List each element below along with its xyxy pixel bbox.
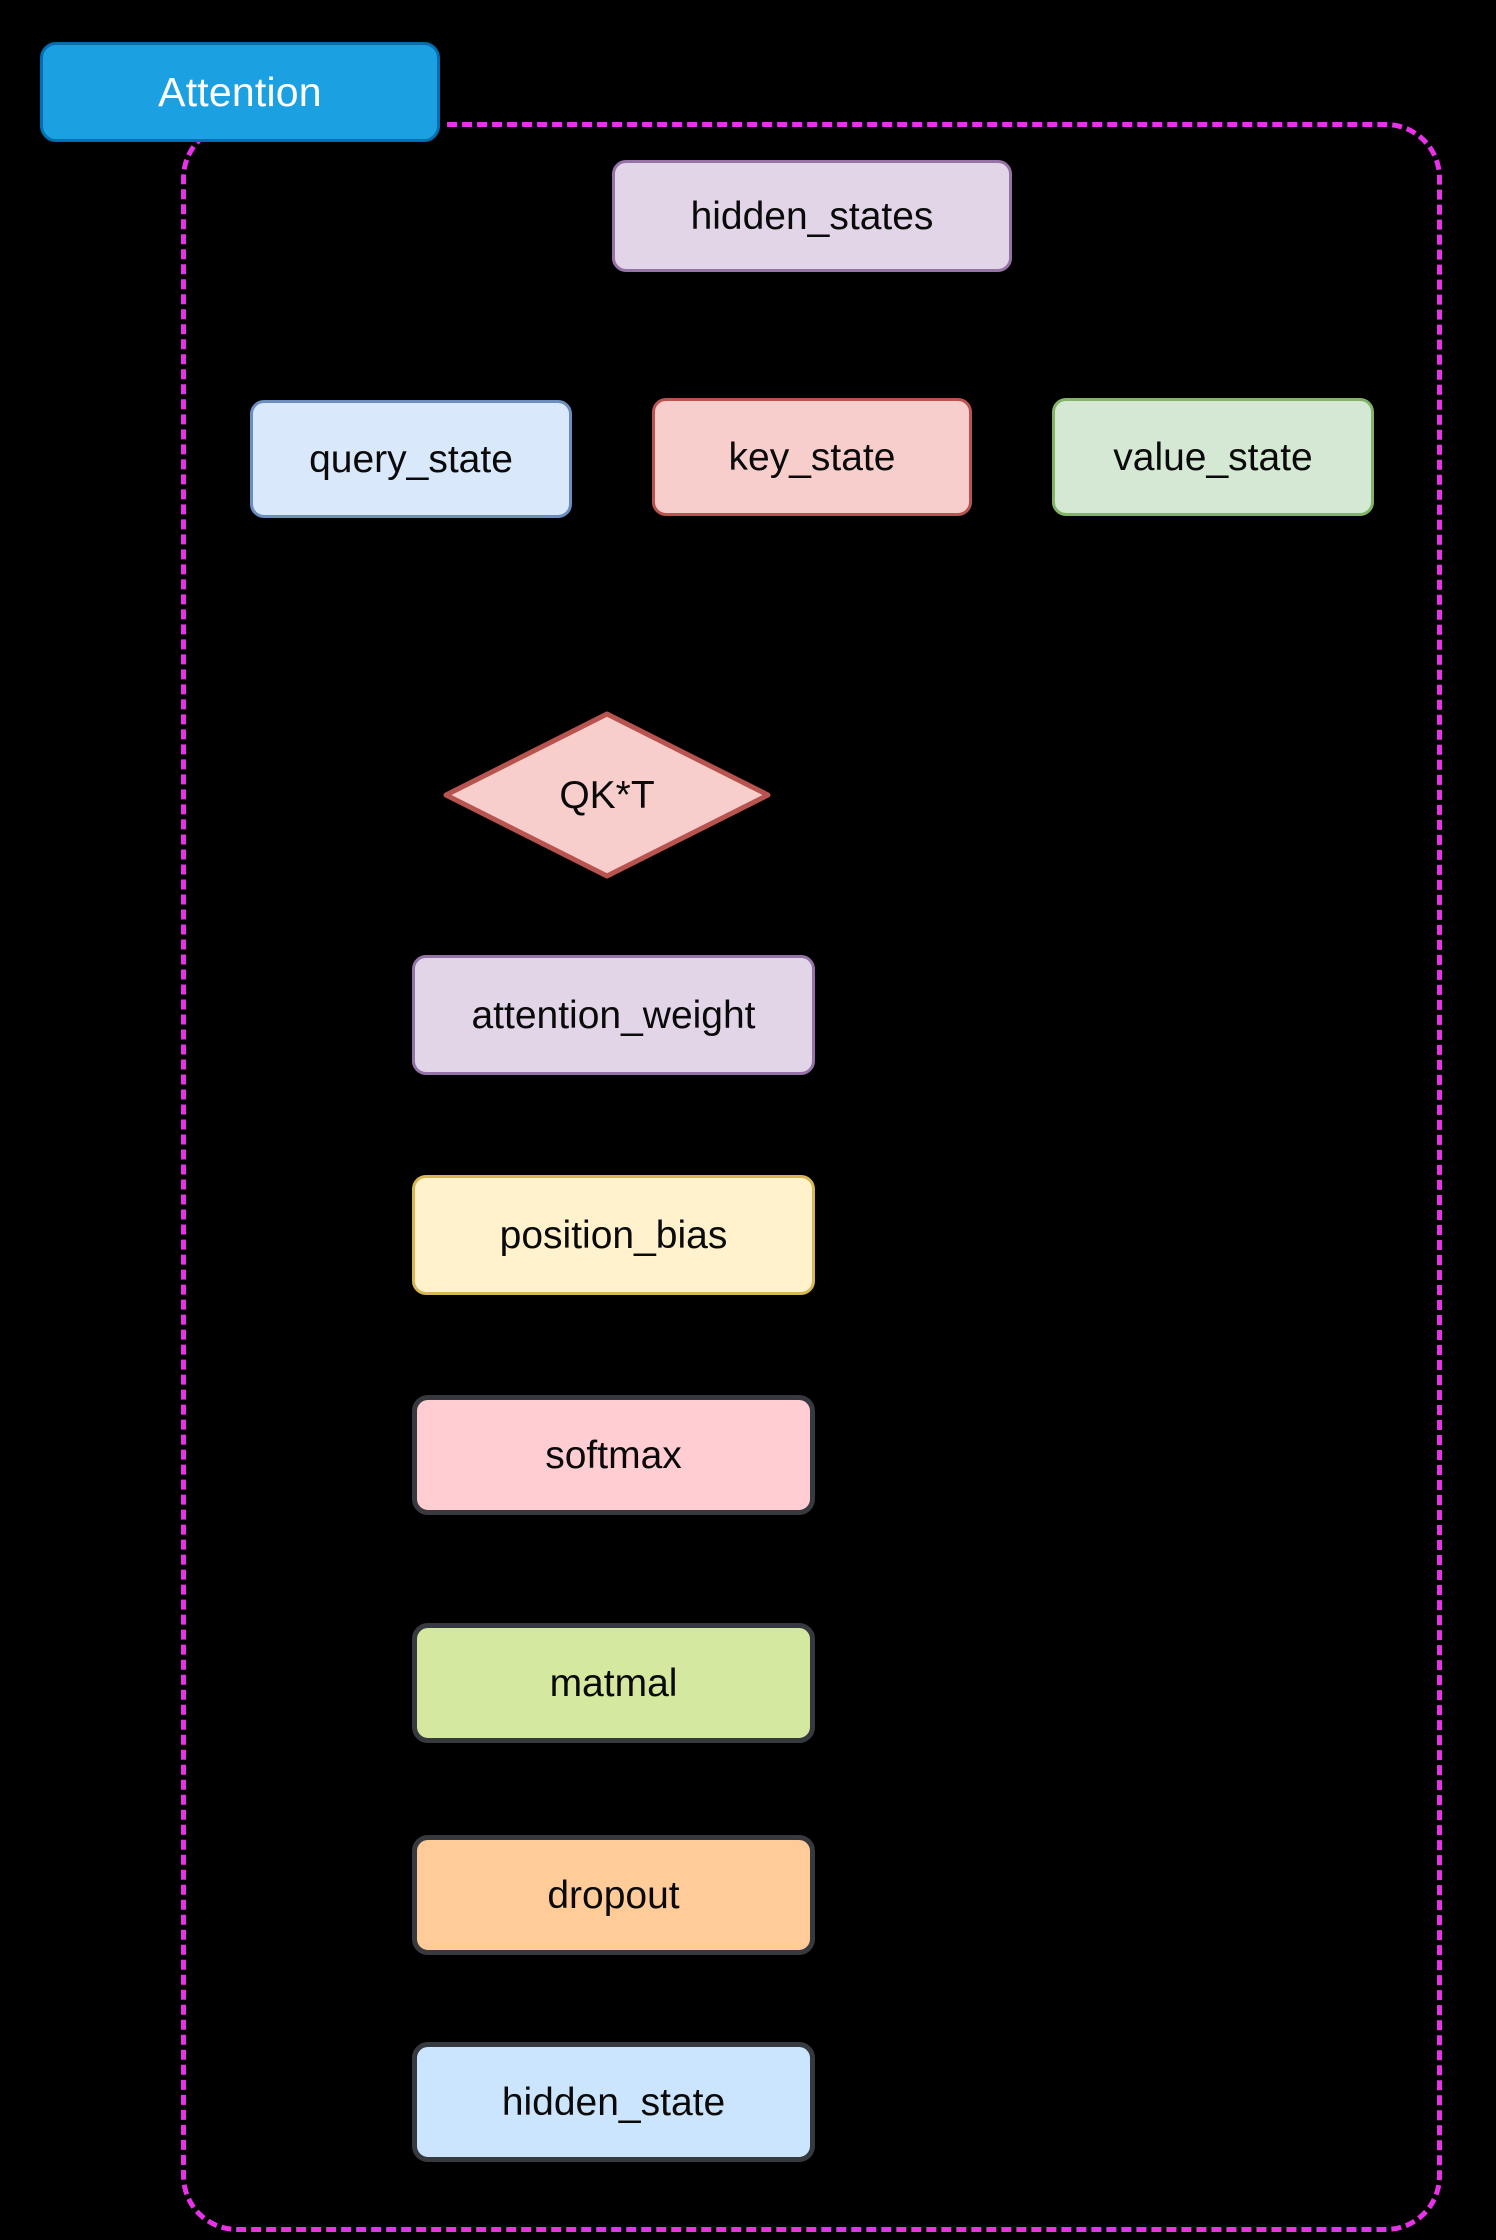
- node-label: hidden_states: [690, 194, 934, 238]
- node-label: query_state: [309, 437, 513, 481]
- node-key-state[interactable]: key_state: [652, 398, 972, 516]
- node-query-state[interactable]: query_state: [250, 400, 572, 518]
- node-label: matmal: [549, 1661, 678, 1705]
- subgraph-title-label: Attention: [158, 68, 322, 115]
- node-matmal[interactable]: matmal: [412, 1623, 815, 1743]
- node-label: hidden_state: [501, 2080, 726, 2124]
- node-label: attention_weight: [471, 993, 756, 1037]
- subgraph-title-attention[interactable]: Attention: [40, 42, 440, 142]
- attention-subgraph-border: [181, 122, 1442, 2232]
- node-label: key_state: [728, 435, 896, 479]
- diamond-shape-icon: [443, 711, 771, 879]
- node-qkt[interactable]: QK*T: [442, 710, 772, 880]
- node-dropout[interactable]: dropout: [412, 1835, 815, 1955]
- node-hidden-state[interactable]: hidden_state: [412, 2042, 815, 2162]
- node-label: softmax: [545, 1433, 682, 1477]
- node-position-bias[interactable]: position_bias: [412, 1175, 815, 1295]
- node-attention-weight[interactable]: attention_weight: [412, 955, 815, 1075]
- node-label: QK*T: [559, 773, 655, 817]
- node-label: dropout: [547, 1873, 680, 1917]
- node-softmax[interactable]: softmax: [412, 1395, 815, 1515]
- node-label: value_state: [1113, 435, 1313, 479]
- node-hidden-states[interactable]: hidden_states: [612, 160, 1012, 272]
- node-value-state[interactable]: value_state: [1052, 398, 1374, 516]
- node-label: position_bias: [499, 1213, 728, 1257]
